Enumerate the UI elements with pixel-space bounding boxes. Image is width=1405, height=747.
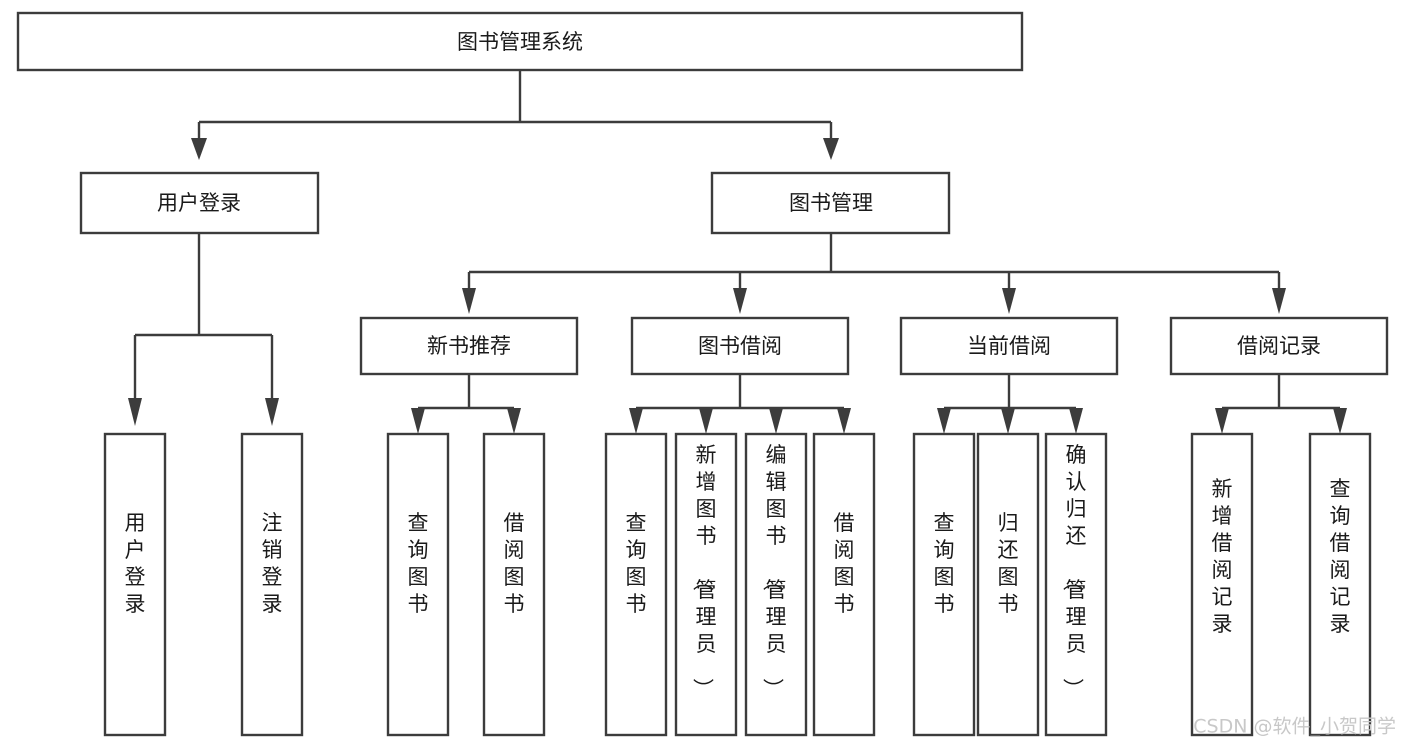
node-user-login-box[interactable]: [79, 171, 320, 235]
arrowhead-leaf-return-book: [1001, 408, 1015, 434]
connector-group-new-book-rec: [411, 374, 521, 434]
node-leaf-add-borrow-record[interactable]: 新增借阅记录: [1190, 432, 1254, 737]
node-leaf-borrow-book-1[interactable]: 借阅图书: [482, 432, 546, 737]
node-root-box[interactable]: [16, 11, 1024, 72]
arrowhead-leaf-query-borrow-record: [1333, 408, 1347, 434]
node-leaf-query-book-2[interactable]: 查询图书: [604, 432, 668, 737]
node-leaf-add-book-admin[interactable]: 新增图书（管理员）: [674, 432, 738, 737]
arrowhead-user-login: [191, 138, 207, 160]
node-leaf-logout-label: 注销登录: [262, 511, 283, 616]
node-book-borrow[interactable]: 图书借阅: [630, 316, 850, 376]
node-leaf-query-book-2-box[interactable]: [604, 432, 668, 737]
node-leaf-query-borrow-record-label: 查询借阅记录: [1330, 477, 1351, 636]
node-book-manage-label: 图书管理: [789, 191, 873, 215]
node-book-manage[interactable]: 图书管理: [710, 171, 951, 235]
node-leaf-edit-book-admin-box[interactable]: [744, 432, 808, 737]
connector-group-user-login: [128, 233, 279, 426]
watermark: CSDN @软件_小贺同学: [1193, 716, 1396, 738]
node-leaf-borrow-book-2-box[interactable]: [812, 432, 876, 737]
node-leaf-query-book-1-box[interactable]: [386, 432, 450, 737]
node-leaf-query-book-1-label: 查询图书: [408, 511, 429, 616]
node-leaf-query-book-3-box[interactable]: [912, 432, 976, 737]
node-leaf-borrow-book-2[interactable]: 借阅图书: [812, 432, 876, 737]
arrowhead-leaf-logout: [265, 398, 279, 426]
node-leaf-query-book-1[interactable]: 查询图书: [386, 432, 450, 737]
node-root[interactable]: 图书管理系统: [16, 11, 1024, 72]
node-leaf-logout-box[interactable]: [240, 432, 304, 737]
arrowhead-new-book-rec: [462, 288, 476, 314]
node-leaf-confirm-return-admin-box[interactable]: [1044, 432, 1108, 737]
arrowhead-leaf-add-borrow-record: [1215, 408, 1229, 434]
node-root-label: 图书管理系统: [457, 30, 583, 54]
node-user-login-label: 用户登录: [157, 191, 241, 215]
connector-group-current-borrow: [937, 374, 1083, 434]
node-leaf-query-borrow-record-box[interactable]: [1308, 432, 1372, 737]
connector-group-book-borrow: [629, 374, 851, 434]
node-borrow-record-label: 借阅记录: [1237, 334, 1321, 358]
node-leaf-return-book-label: 归还图书: [998, 511, 1019, 616]
node-current-borrow-label: 当前借阅: [967, 334, 1051, 358]
node-book-borrow-label: 图书借阅: [698, 334, 782, 358]
node-leaf-borrow-book-1-label: 借阅图书: [504, 511, 525, 616]
arrowhead-leaf-add-book-admin: [699, 408, 713, 434]
node-borrow-record-box[interactable]: [1169, 316, 1389, 376]
node-leaf-edit-book-admin-label: 编辑图书（管理员）: [761, 443, 787, 699]
node-leaf-borrow-book-2-label: 借阅图书: [834, 511, 855, 616]
node-leaf-confirm-return-admin[interactable]: 确认归还（管理员）: [1044, 432, 1108, 737]
node-new-book-rec-label: 新书推荐: [427, 334, 511, 358]
node-book-borrow-box[interactable]: [630, 316, 850, 376]
node-leaf-return-book-box[interactable]: [976, 432, 1040, 737]
node-leaf-edit-book-admin[interactable]: 编辑图书（管理员）: [744, 432, 808, 737]
connector-group-book-manage: [462, 233, 1286, 314]
arrowhead-leaf-query-book-3: [937, 408, 951, 434]
node-new-book-rec[interactable]: 新书推荐: [359, 316, 579, 376]
node-new-book-rec-box[interactable]: [359, 316, 579, 376]
node-leaf-confirm-return-admin-label: 确认归还（管理员）: [1061, 443, 1087, 699]
node-leaf-query-book-2-label: 查询图书: [626, 511, 647, 616]
node-leaf-query-borrow-record[interactable]: 查询借阅记录: [1308, 432, 1372, 737]
node-leaf-add-borrow-record-box[interactable]: [1190, 432, 1254, 737]
arrowhead-leaf-query-book-2: [629, 408, 643, 434]
arrowhead-leaf-edit-book-admin: [769, 408, 783, 434]
connector-group-root: [191, 70, 839, 160]
arrowhead-book-manage: [823, 138, 839, 160]
node-leaf-query-book-3-label: 查询图书: [934, 511, 955, 616]
arrowhead-borrow-record: [1272, 288, 1286, 314]
node-borrow-record[interactable]: 借阅记录: [1169, 316, 1389, 376]
node-current-borrow-box[interactable]: [899, 316, 1119, 376]
connector-group-borrow-record: [1215, 374, 1347, 434]
node-user-login[interactable]: 用户登录: [79, 171, 320, 235]
node-leaf-borrow-book-1-box[interactable]: [482, 432, 546, 737]
node-leaf-logout[interactable]: 注销登录: [240, 432, 304, 737]
node-leaf-user-login[interactable]: 用户登录: [103, 432, 167, 737]
node-leaf-user-login-box[interactable]: [103, 432, 167, 737]
node-leaf-query-book-3[interactable]: 查询图书: [912, 432, 976, 737]
node-leaf-add-book-admin-label: 新增图书（管理员）: [691, 443, 717, 699]
arrowhead-leaf-user-login: [128, 398, 142, 426]
arrowhead-leaf-confirm-return: [1069, 408, 1083, 434]
node-leaf-user-login-label: 用户登录: [125, 511, 146, 616]
arrowhead-current-borrow: [1002, 288, 1016, 314]
arrowhead-leaf-borrow-book-2: [837, 408, 851, 434]
node-leaf-add-book-admin-box[interactable]: [674, 432, 738, 737]
arrowhead-leaf-query-book-1: [411, 408, 425, 434]
node-book-manage-box[interactable]: [710, 171, 951, 235]
node-leaf-return-book[interactable]: 归还图书: [976, 432, 1040, 737]
arrowhead-book-borrow: [733, 288, 747, 314]
arrowhead-leaf-borrow-book-1: [507, 408, 521, 434]
node-leaf-add-borrow-record-label: 新增借阅记录: [1212, 477, 1233, 636]
node-current-borrow[interactable]: 当前借阅: [899, 316, 1119, 376]
